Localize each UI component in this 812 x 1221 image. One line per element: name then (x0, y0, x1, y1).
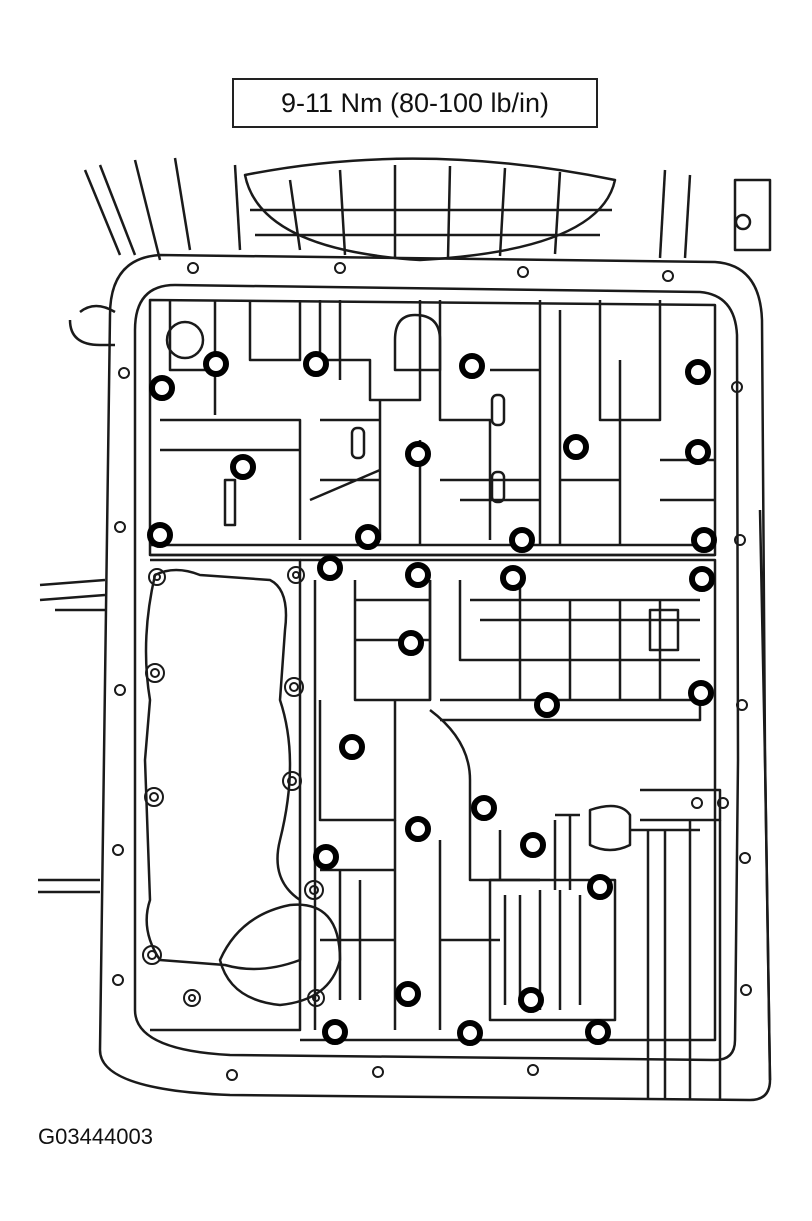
bolt-icon (230, 454, 256, 480)
bolt-icon (203, 351, 229, 377)
bolt-icon (405, 441, 431, 467)
external-lines (38, 304, 772, 1100)
bolt-icon (500, 565, 526, 591)
upper-housing-lines (83, 157, 772, 262)
bolt-icon (509, 527, 535, 553)
bolt-icon (405, 816, 431, 842)
plate-holes (142, 566, 325, 1007)
bolt-icon (303, 351, 329, 377)
lower-valve-body (143, 558, 717, 1042)
pan-outline (98, 253, 772, 1102)
bolt-icon (457, 1020, 483, 1046)
bolt-icon (398, 630, 424, 656)
bolt-icon (688, 680, 714, 706)
torque-bolts (147, 351, 717, 1046)
bolt-icon (355, 524, 381, 550)
bolt-icon (339, 734, 365, 760)
gasket-holes (112, 262, 752, 1081)
bolt-icon (405, 562, 431, 588)
bolt-icon (520, 832, 546, 858)
bolt-icon (459, 353, 485, 379)
figure-id: G03444003 (38, 1124, 153, 1149)
bolt-icon (585, 1019, 611, 1045)
bolt-icon (685, 439, 711, 465)
bolt-icon (685, 359, 711, 385)
bolt-icon (395, 981, 421, 1007)
bolt-icon (149, 375, 175, 401)
bolt-icon (317, 555, 343, 581)
bolt-icon (691, 527, 717, 553)
torque-spec-callout: 9-11 Nm (80-100 lb/in) (232, 78, 598, 128)
bolt-icon (471, 795, 497, 821)
upper-valve-body (148, 298, 717, 557)
inner-gasket (133, 283, 740, 1062)
bolt-icon (313, 844, 339, 870)
bolt-icon (534, 692, 560, 718)
bolt-icon (147, 522, 173, 548)
bolt-icon (563, 434, 589, 460)
bolt-icon (587, 874, 613, 900)
bolt-icon (689, 566, 715, 592)
bolt-icon (322, 1019, 348, 1045)
bolt-icon (518, 987, 544, 1013)
